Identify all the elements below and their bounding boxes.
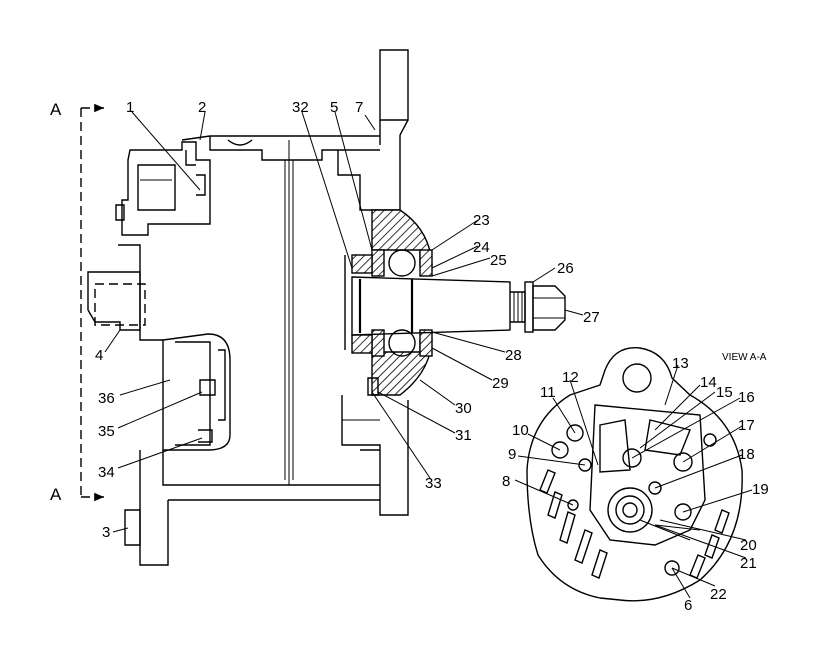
callout-22: 22 [710,586,727,603]
callout-13: 13 [672,355,689,372]
callout-8: 8 [502,473,510,490]
leader-lines [104,111,753,599]
callout-31: 31 [455,427,472,444]
ventilation-slots [539,469,730,579]
callout-1: 1 [126,99,134,116]
callout-33: 33 [425,475,442,492]
callout-24: 24 [473,239,490,256]
callout-16: 16 [738,389,755,406]
callout-25: 25 [490,252,507,269]
callout-labels: 1 2 32 5 7 23 24 25 26 27 28 29 30 31 33… [95,99,769,614]
callout-18: 18 [738,446,755,463]
callout-15: 15 [716,384,733,401]
callout-19: 19 [752,481,769,498]
section-line-a [80,103,104,502]
callout-21: 21 [740,555,757,572]
callout-35: 35 [98,423,115,440]
view-title: VIEW A-A [722,352,767,363]
callout-5: 5 [330,99,338,116]
callout-12: 12 [562,369,579,386]
callout-26: 26 [557,260,574,277]
callout-7: 7 [355,99,363,116]
callout-23: 23 [473,212,490,229]
callout-20: 20 [740,537,757,554]
section-mark-bottom: A [50,485,62,504]
callout-36: 36 [98,390,115,407]
callout-14: 14 [700,374,717,391]
callout-29: 29 [492,375,509,392]
section-mark-top: A [50,100,62,119]
callout-9: 9 [508,446,516,463]
callout-32: 32 [292,99,309,116]
callout-6: 6 [684,597,692,614]
callout-2: 2 [198,99,206,116]
callout-34: 34 [98,464,115,481]
callout-30: 30 [455,400,472,417]
callout-27: 27 [583,309,600,326]
callout-28: 28 [505,347,522,364]
callout-11: 11 [540,384,556,401]
callout-4: 4 [95,347,103,364]
callout-10: 10 [512,422,529,439]
callout-3: 3 [102,524,110,541]
view-a-a-end-view: VIEW A-A [526,346,767,602]
alternator-housing-side-view [87,49,409,566]
callout-17: 17 [738,417,755,434]
drive-end-bearing-section [344,209,566,396]
